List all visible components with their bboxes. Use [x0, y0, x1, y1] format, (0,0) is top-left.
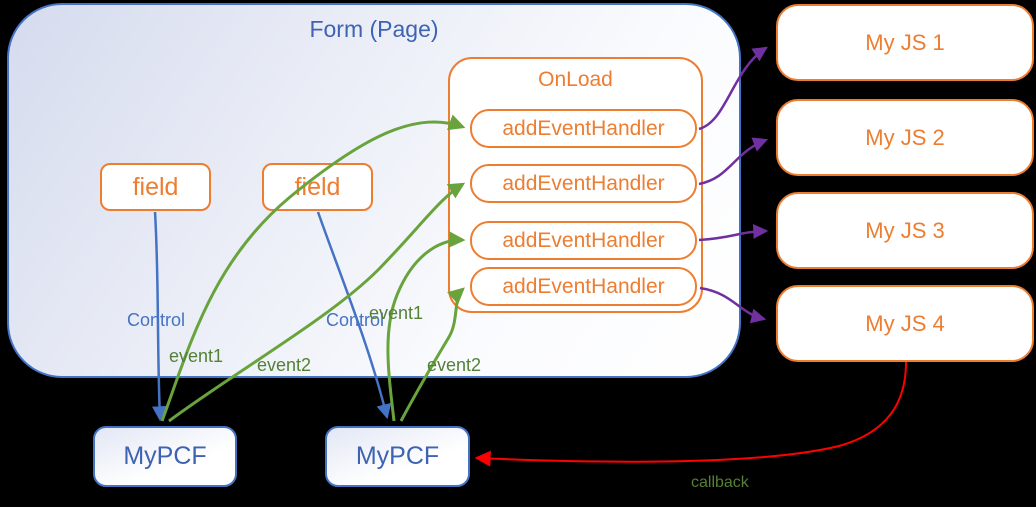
field-box-2: field [262, 163, 373, 211]
mypcf-box-1: MyPCF [93, 426, 237, 487]
onload-title: OnLoad [538, 68, 613, 91]
my-js-box-1: My JS 1 [776, 4, 1034, 81]
add-event-handler-box-3: addEventHandler [470, 221, 697, 260]
field-box-1: field [100, 163, 211, 211]
form-title: Form (Page) [309, 16, 439, 42]
my-js-box-4: My JS 4 [776, 285, 1034, 362]
add-event-handler-box-1: addEventHandler [470, 109, 697, 148]
edge-label-callback: callback [691, 474, 749, 491]
my-js-box-2: My JS 2 [776, 99, 1034, 176]
mypcf-box-2: MyPCF [325, 426, 470, 487]
edge-label-event1-right: event1 [369, 303, 424, 323]
add-event-handler-box-2: addEventHandler [470, 164, 697, 203]
edge-label-event2-right: event2 [427, 355, 482, 375]
edge-label-control-1: Control [127, 310, 186, 330]
edge-label-event2-left: event2 [257, 355, 312, 375]
add-event-handler-box-4: addEventHandler [470, 267, 697, 306]
my-js-box-3: My JS 3 [776, 192, 1034, 269]
edge-label-event1-left: event1 [169, 346, 224, 366]
